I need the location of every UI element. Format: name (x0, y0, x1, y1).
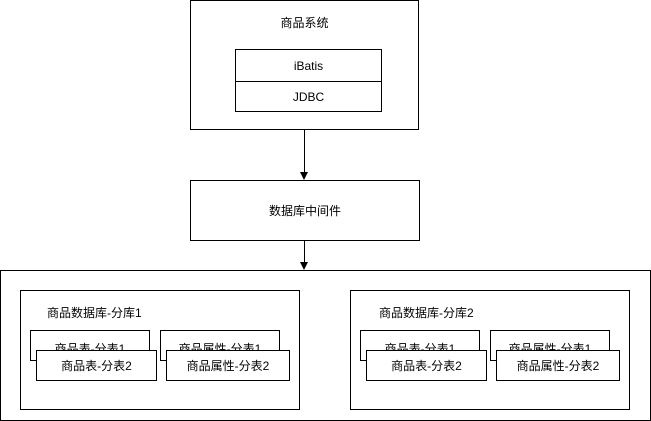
jdbc-label: JDBC (292, 89, 325, 104)
database-middleware-box: 数据库中间件 (190, 180, 420, 241)
jdbc-layer: JDBC (235, 81, 382, 112)
arrow-head-1 (300, 172, 308, 180)
product-system-title: 商品系统 (280, 16, 329, 30)
arrow-system-to-middleware (304, 130, 305, 172)
shard-1-attr-table-2: 商品属性-分表2 (166, 350, 290, 381)
shard-1-product-table-2-label: 商品表-分表2 (61, 359, 132, 373)
shard-1-product-table-2: 商品表-分表2 (36, 350, 157, 381)
arrow-middleware-to-databases (304, 241, 305, 262)
shard-2-product-table-2: 商品表-分表2 (366, 350, 487, 381)
shard-1-attr-table-2-label: 商品属性-分表2 (186, 359, 270, 373)
ibatis-label: iBatis (293, 58, 324, 73)
shard-2-label: 商品数据库-分库2 (379, 306, 474, 320)
arrow-head-2 (300, 262, 308, 270)
shard-2-product-table-2-label: 商品表-分表2 (391, 359, 462, 373)
shard-2-attr-table-2-label: 商品属性-分表2 (516, 359, 600, 373)
database-middleware-label: 数据库中间件 (268, 204, 341, 218)
ibatis-layer: iBatis (235, 49, 382, 82)
shard-2-attr-table-2: 商品属性-分表2 (496, 350, 620, 381)
shard-1-label: 商品数据库-分库1 (47, 306, 142, 320)
product-system-box: 商品系统 iBatis JDBC (190, 0, 419, 130)
